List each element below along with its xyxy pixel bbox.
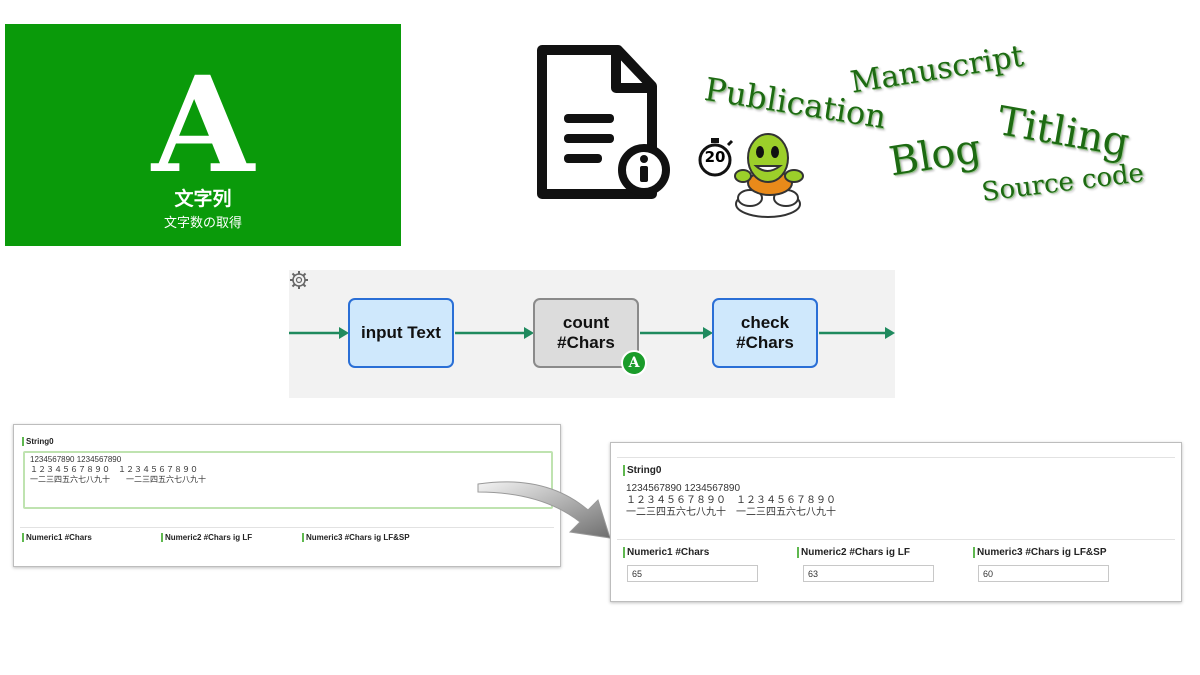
string-line-3: 一二三四五六七八九十 一二三四五六七八九十 [30, 475, 206, 484]
node-count-chars[interactable]: count #Chars [533, 298, 639, 368]
string-line-1: 1234567890 1234567890 [626, 483, 741, 494]
word-manuscript: Manuscript [848, 38, 1026, 101]
node-count-line1: count [562, 313, 610, 332]
curved-arrow-icon [477, 481, 611, 539]
string-line-2: １２３４５６７８９０ １２３４５６７８９０ [30, 465, 198, 474]
node-check-line1: check [740, 313, 790, 332]
word-titling: Titling [994, 98, 1133, 167]
node-input-label: input Text [361, 323, 441, 342]
node-count-line2: #Chars [557, 333, 615, 352]
numeric3-input[interactable]: 60 [978, 565, 1109, 582]
workflow-connectors [289, 327, 895, 339]
numeric2-label: Numeric2 #Chars ig LF [797, 547, 910, 558]
numeric1-label: Numeric1 #Chars [22, 533, 92, 542]
tile-title: 文字列 [174, 188, 232, 210]
divider [617, 539, 1175, 540]
string-line-2: １２３４５６７８９０ １２３４５６７８９０ [626, 495, 836, 506]
timer-icon: 20 [698, 136, 742, 182]
addon-badge: A [621, 350, 647, 376]
numeric1-input[interactable]: 65 [627, 565, 758, 582]
top-divider [617, 457, 1175, 458]
workflow-diagram: input Text count #Chars A check #Chars [289, 270, 895, 398]
divider [20, 527, 554, 528]
string-line-1: 1234567890 1234567890 [30, 455, 122, 464]
numeric2-input[interactable]: 63 [803, 565, 934, 582]
string-tile: A 文字列 文字数の取得 [5, 24, 401, 246]
turtle-mascot-icon [734, 133, 804, 218]
string-line-3: 一二三四五六七八九十 一二三四五六七八九十 [626, 507, 836, 518]
numeric3-label: Numeric3 #Chars ig LF&SP [302, 533, 410, 542]
tile-subtitle: 文字数の取得 [163, 216, 242, 231]
numeric1-label: Numeric1 #Chars [623, 547, 709, 558]
document-info-icon [537, 45, 670, 199]
numeric2-label: Numeric2 #Chars ig LF [161, 533, 252, 542]
numeric3-label: Numeric3 #Chars ig LF&SP [973, 547, 1106, 558]
gear-icon [290, 271, 308, 289]
word-source-code: Source code [980, 158, 1146, 208]
word-blog: Blog [886, 125, 984, 186]
node-check-chars[interactable]: check #Chars [712, 298, 818, 368]
node-check-line2: #Chars [736, 333, 794, 352]
string0-label: String0 [623, 465, 661, 476]
timer-value: 20 [704, 148, 726, 166]
node-input-text[interactable]: input Text [348, 298, 454, 368]
tile-letter: A [151, 48, 255, 203]
string0-label: String0 [22, 437, 54, 446]
